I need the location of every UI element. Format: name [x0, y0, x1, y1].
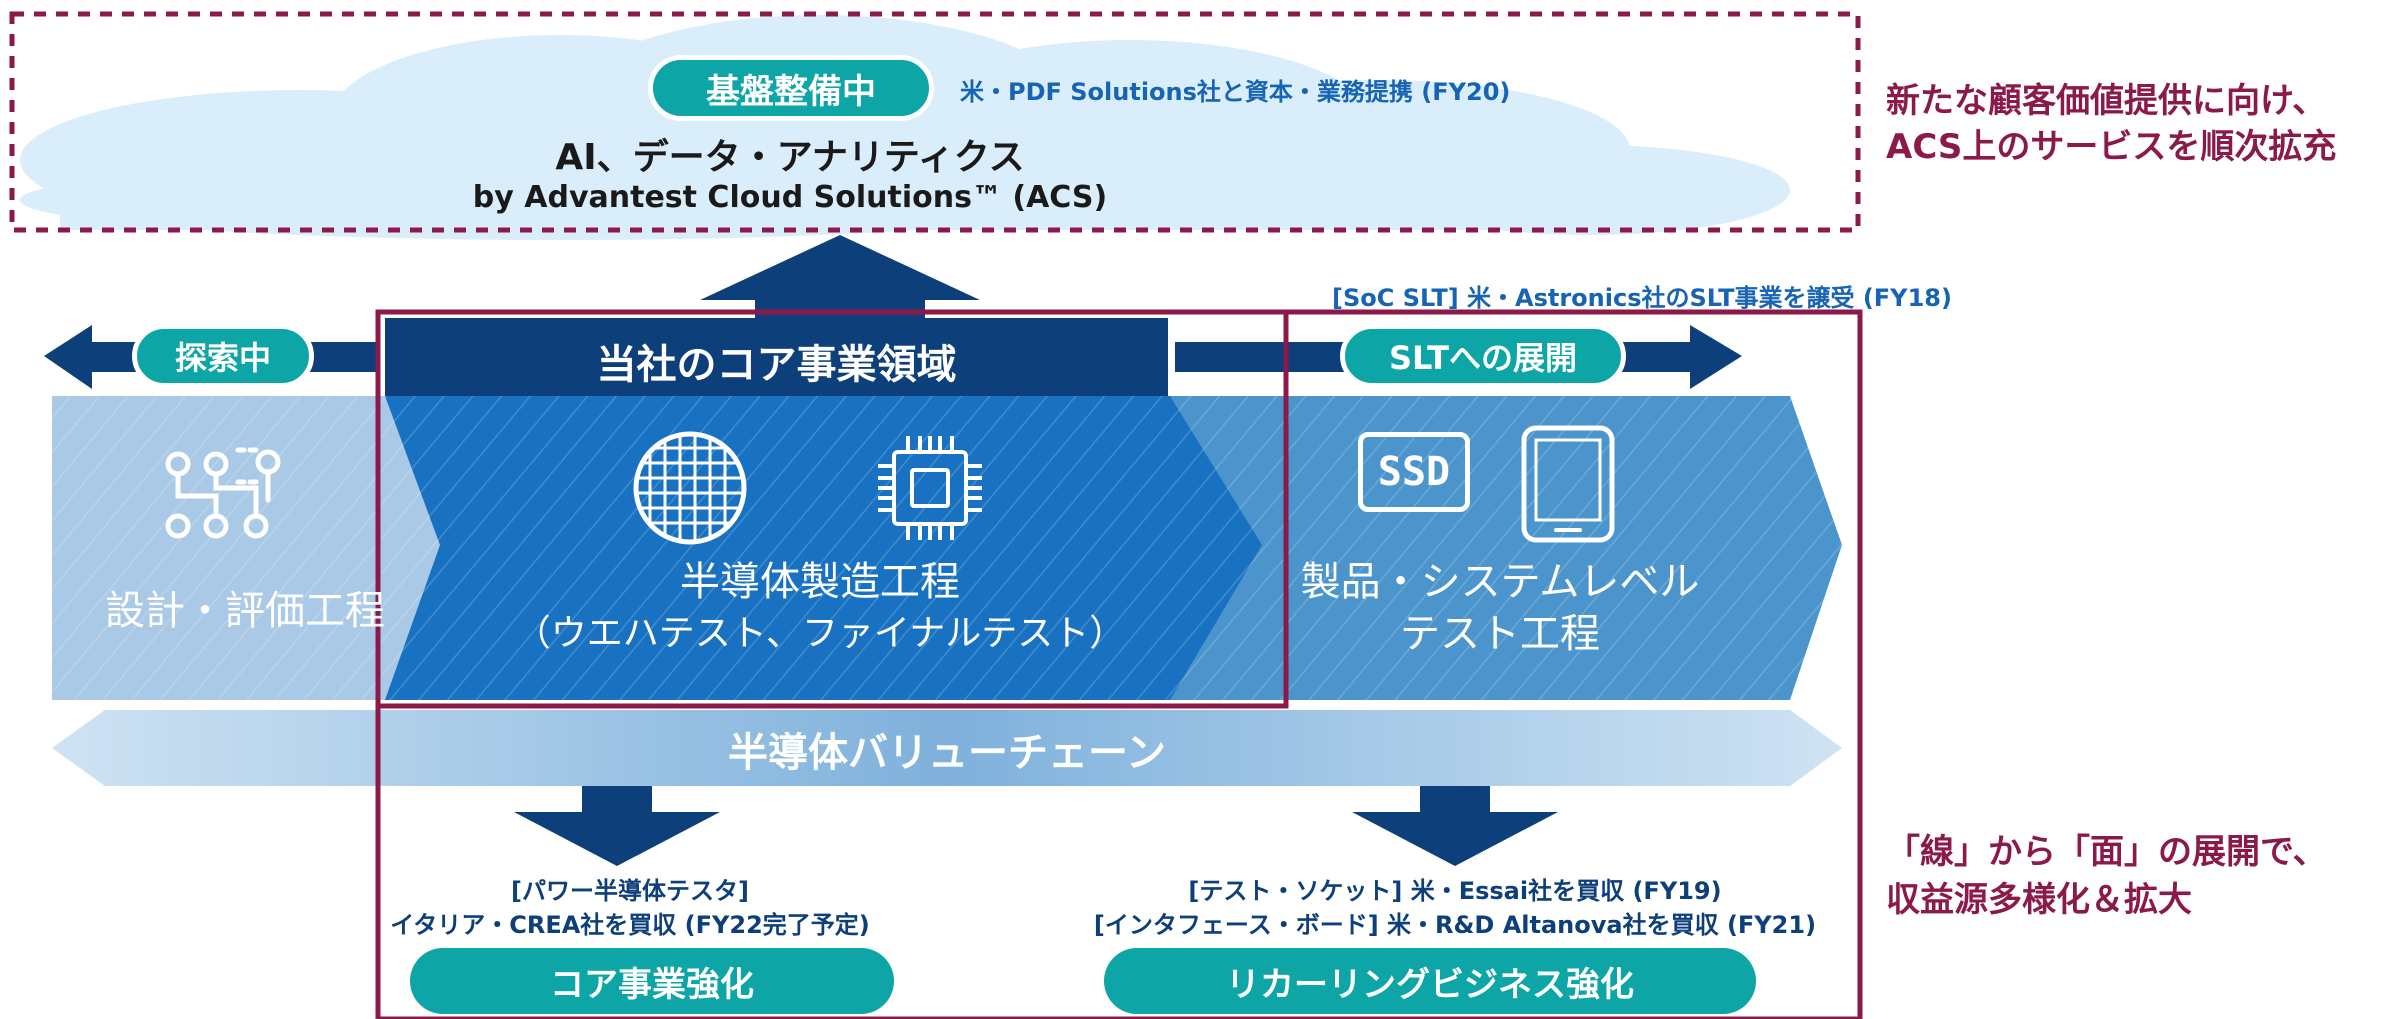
right-top-note: 新たな顧客価値提供に向け、 ACS上のサービスを順次拡充: [1886, 78, 2336, 170]
core-band-label: 当社のコア事業領域: [596, 342, 957, 388]
explore-badge: 探索中: [132, 324, 314, 388]
slt-badge: SLTへの展開: [1340, 324, 1626, 388]
right-bottom-message-line2: 収益源多様化＆拡大: [1886, 880, 2192, 920]
core-strengthen-badge: コア事業強化: [410, 948, 894, 1014]
right-bottom-message-line1: 「線」から「面」の展開で、: [1886, 832, 2327, 872]
ssd-icon: SSD: [1358, 432, 1470, 512]
semi-stage-label: 半導体製造工程 （ウエハテスト、ファイナルテスト）: [470, 556, 1170, 660]
cloud-title: AI、データ・アナリティクス: [555, 137, 1025, 178]
semi-stage-line1: 半導体製造工程: [680, 559, 960, 605]
left-bottom-note-line2: イタリア・CREA社を買収 (FY22完了予定): [390, 911, 870, 939]
cloud-subtitle: by Advantest Cloud Solutions™ (ACS): [472, 180, 1108, 215]
chip-icon: [878, 436, 982, 540]
system-stage-line1: 製品・システムレベル: [1300, 559, 1700, 605]
right-bottom-note: [テスト・ソケット] 米・Essai社を買収 (FY19) [インタフェース・ボ…: [1050, 874, 1860, 942]
core-strengthen-label: コア事業強化: [550, 964, 754, 1005]
left-bottom-note: [パワー半導体テスタ] イタリア・CREA社を買収 (FY22完了予定): [380, 874, 880, 942]
down-arrow-left: [514, 786, 720, 866]
value-chain-band: [52, 710, 1842, 786]
semi-stage-line2: （ウエハテスト、ファイナルテスト）: [514, 613, 1126, 654]
cloud-badge-label: 基盤整備中: [706, 71, 876, 112]
right-bottom-note-line1: [テスト・ソケット] 米・Essai社を買収 (FY19): [1188, 877, 1722, 905]
recurring-business-label: リカーリングビジネス強化: [1226, 964, 1634, 1005]
down-arrow-right: [1352, 786, 1558, 866]
system-stage-label: 製品・システムレベル テスト工程: [1270, 556, 1730, 660]
explore-badge-label: 探索中: [174, 339, 271, 377]
tablet-icon: [1521, 425, 1615, 543]
right-bottom-note-line2: [インタフェース・ボード] 米・R&D Altanova社を買収 (FY21): [1093, 911, 1817, 939]
expansion-frame: [375, 309, 1863, 1019]
core-frame: [375, 309, 1289, 709]
cloud-dashed-frame: [9, 11, 1861, 233]
cloud-badge: 基盤整備中: [648, 55, 934, 121]
circuit-board-icon: [165, 447, 281, 539]
left-bottom-note-line1: [パワー半導体テスタ]: [511, 877, 749, 905]
recurring-business-badge: リカーリングビジネス強化: [1104, 948, 1756, 1014]
cloud-note: 米・PDF Solutions社と資本・業務提携 (FY20): [960, 78, 1511, 106]
slt-badge-label: SLTへの展開: [1389, 339, 1577, 377]
right-top-note-line1: 新たな顧客価値提供に向け、: [1886, 81, 2327, 121]
slt-acquisition-note: [SoC SLT] 米・Astronics社のSLT事業を譲受 (FY18): [1332, 284, 1952, 312]
system-stage-line2: テスト工程: [1400, 611, 1600, 657]
value-chain-label: 半導体バリューチェーン: [728, 730, 1166, 776]
design-stage-label: 設計・評価工程: [105, 588, 385, 634]
wafer-icon: [633, 431, 747, 545]
ssd-icon-text: SSD: [1377, 449, 1451, 495]
right-top-note-line2: ACS上のサービスを順次拡充: [1886, 127, 2337, 167]
right-bottom-message: 「線」から「面」の展開で、 収益源多様化＆拡大: [1886, 828, 2327, 924]
core-band: [385, 318, 1168, 396]
up-arrow: [700, 235, 980, 318]
